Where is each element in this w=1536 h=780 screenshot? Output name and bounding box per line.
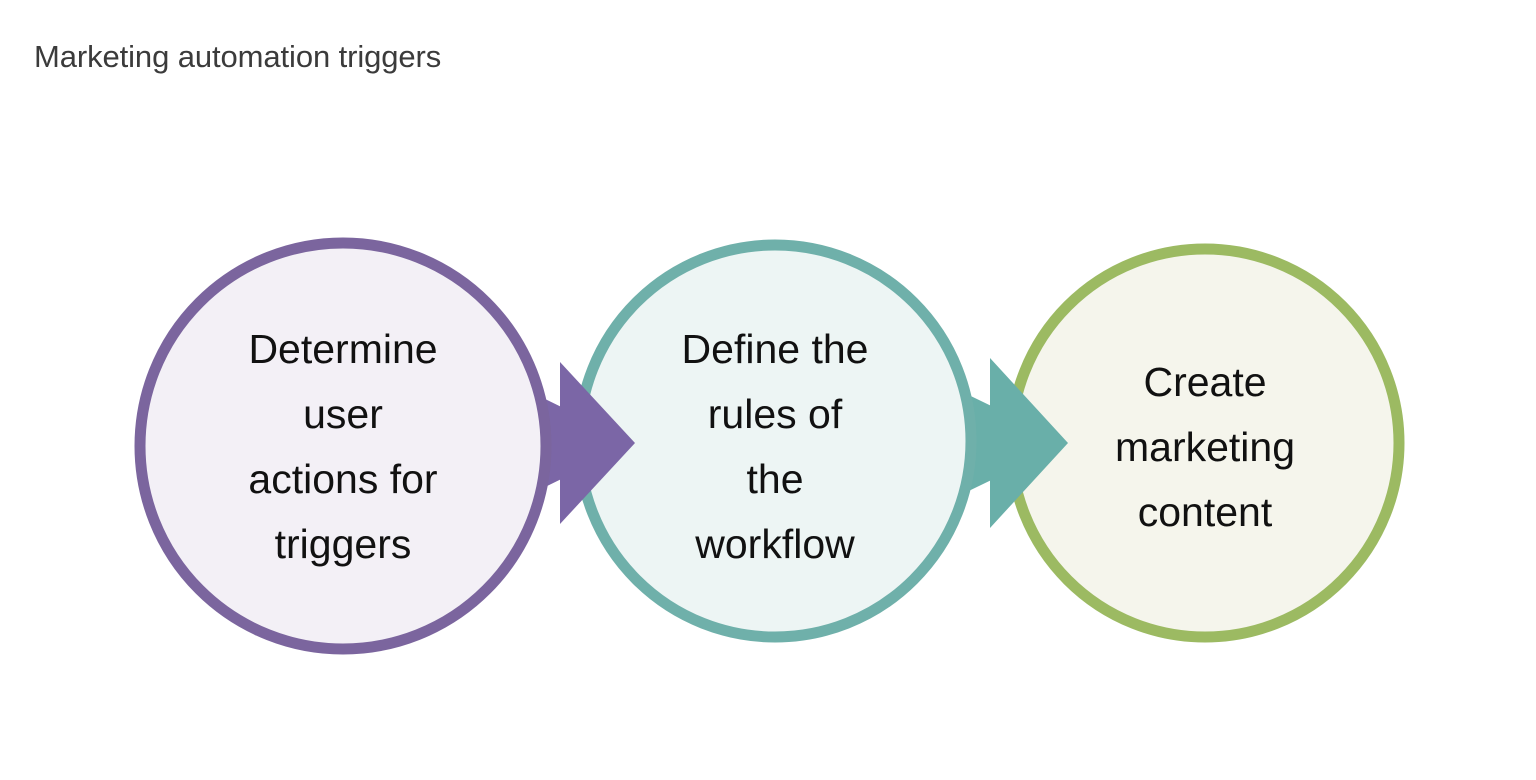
diagram-graphics bbox=[134, 237, 1405, 655]
step-2-shape[interactable] bbox=[573, 239, 1068, 643]
step-1-shape[interactable] bbox=[134, 237, 635, 655]
step-1-circle bbox=[134, 237, 552, 655]
step-3-circle bbox=[1005, 243, 1405, 643]
process-flow-diagram: Determine user actions for triggers Defi… bbox=[0, 150, 1536, 730]
step-3-shape[interactable] bbox=[1005, 243, 1405, 643]
page-title: Marketing automation triggers bbox=[34, 39, 442, 74]
step-1-arrow-overlap-icon bbox=[560, 362, 635, 524]
step-2-arrow-overlap-icon bbox=[990, 358, 1068, 528]
step-2-circle bbox=[573, 239, 977, 643]
